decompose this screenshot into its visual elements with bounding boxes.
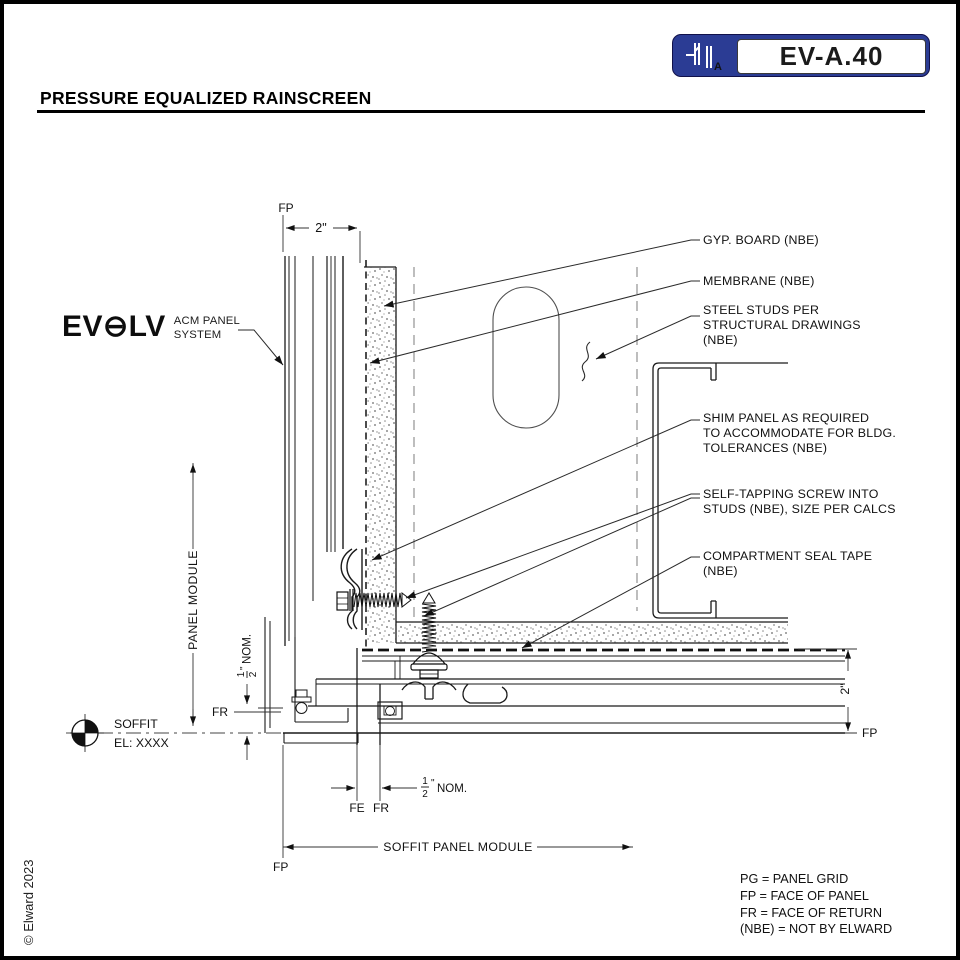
fr-left-label: FR [212,705,228,719]
dim-soffit-module-label: SOFFIT PANEL MODULE [383,840,533,854]
brand-tagline: ACM PANEL SYSTEM [173,315,241,341]
leader-studs [595,315,700,360]
dim-panel-module-label: PANEL MODULE [186,550,200,650]
title-rule [37,110,925,113]
callout-shim-panel: SHIM PANEL AS REQUIRED TO ACCOMMODATE FO… [703,411,896,455]
soffit-clip-profiles [377,681,508,720]
leader-tape [521,556,700,649]
nom-label-b: NOM. [437,783,467,795]
leader-screw-1 [405,493,700,599]
vertical-screw [410,592,448,679]
soffit-panel-lines [283,648,845,745]
steel-stud [652,362,788,619]
horizontal-screw [336,589,412,611]
leader-lines [238,239,700,649]
dim-right-value: 2" [838,683,852,694]
leader-shim [371,419,700,561]
dim-right [798,648,857,734]
break-squiggle [581,341,591,382]
dim-half-nom-bottom: 1 2 " NOM. [421,776,467,800]
legend-line-pg: PG = PANEL GRID [740,872,849,886]
datum-elevation: EL: XXXX [114,736,169,750]
leader-gyp [383,239,700,308]
fp-right-label: FP [862,726,877,740]
svg-text:A: A [714,61,722,73]
frac-num: 1 [236,671,247,677]
callout-steel-studs: STEEL STUDS PER STRUCTURAL DRAWINGS (NBE… [703,303,861,347]
acm-panel-lines [284,256,344,646]
fr-bottom-label: FR [373,801,389,815]
callout-membrane: MEMBRANE (NBE) [703,274,815,288]
sheet-number-box: EV-A.40 [737,39,926,74]
leader-membrane [369,280,700,364]
dim-top [282,215,361,263]
soffit-datum-symbol [66,714,282,752]
dim-fe-fr [331,745,417,801]
panel-return-details [264,548,363,733]
sheet-badge: A EV-A.40 [672,34,930,77]
page-title: PRESSURE EQUALIZED RAINSCREEN [40,88,372,108]
inch-mark: " [239,666,250,670]
stud-punchout [492,286,560,429]
dim-soffit-module [282,745,633,858]
elward-detail-icon: A [686,43,722,73]
leader-screw-2 [423,497,700,617]
sheathing-horizontal-hatch [396,621,788,644]
brand-logo: EV⊖LV [62,310,166,343]
frac-den-b: 2 [422,789,428,800]
brand-block: EV⊖LV ACM PANEL SYSTEM [62,312,240,342]
copyright-notice: © Elward 2023 [21,859,36,945]
frac-den: 2 [248,671,259,677]
sheet-number: EV-A.40 [779,41,884,71]
callout-screw: SELF-TAPPING SCREW INTO STUDS (NBE), SIZ… [703,487,896,516]
datum-name: SOFFIT [114,717,158,731]
dim-top-value: 2" [315,221,326,235]
nom-label: NOM. [242,634,254,664]
callout-seal-tape: COMPARTMENT SEAL TAPE (NBE) [703,549,873,578]
gray-dashed-lines [413,267,638,619]
inch-mark-b: " [431,778,435,789]
legend-line-fp: FP = FACE OF PANEL [740,888,869,903]
fp-bottom-label: FP [273,860,288,874]
dim-half-nom-left: 1 2 " NOM. [236,634,259,760]
abbreviation-legend: PG = PANEL GRID FP = FACE OF PANEL FR = … [740,871,892,938]
legend-line-fr: FR = FACE OF RETURN [740,905,883,920]
fe-label: FE [349,801,364,815]
frac-num-b: 1 [422,776,428,787]
leader-brand [238,329,284,366]
legend-line-nbe: (NBE) = NOT BY ELWARD [740,922,893,937]
sheathing-vertical-hatch [364,266,397,643]
callout-gyp-board: GYP. BOARD (NBE) [703,233,819,247]
fr-left-line [234,707,283,713]
dim-top-fp-label: FP [278,201,293,215]
